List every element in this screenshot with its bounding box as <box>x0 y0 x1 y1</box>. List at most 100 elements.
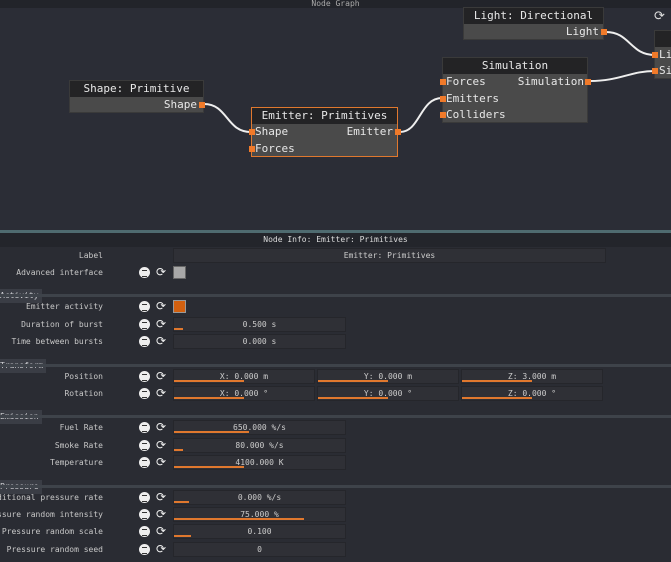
refresh-icon[interactable]: ⟳ <box>654 9 665 24</box>
node-title: Shape: Primitive <box>70 81 203 97</box>
port-emitter-out: Emitter <box>346 125 393 138</box>
node-partial[interactable]: Li Si <box>652 30 671 79</box>
rotation-y-field[interactable]: Y: 0.000 ° <box>317 386 459 401</box>
value-fill <box>318 379 388 382</box>
input-pin[interactable] <box>652 68 658 74</box>
node-graph[interactable]: Node Graph Light: Directional Light ⟳ Li… <box>0 0 671 231</box>
field-label: Time between bursts <box>11 337 103 347</box>
menu-icon[interactable] <box>139 422 150 434</box>
node-light-directional[interactable]: Light: Directional Light <box>463 7 607 40</box>
node-shape-primitive[interactable]: Shape: Primitive Shape <box>69 80 205 113</box>
field-value: X: 0.000 ° <box>219 389 269 398</box>
field-value: 0.100 <box>247 527 272 537</box>
position-y-field[interactable]: Y: 0.000 m <box>317 368 459 384</box>
menu-icon[interactable] <box>139 491 150 503</box>
section-activity: Activity <box>0 283 671 304</box>
rotation-z-field[interactable]: Z: 0.000 ° <box>461 386 603 401</box>
reset-icon[interactable]: ⟳ <box>156 316 167 331</box>
value-fill <box>174 431 250 434</box>
menu-icon[interactable] <box>139 509 150 520</box>
input-pin[interactable] <box>440 96 446 102</box>
rotation-x-field[interactable]: X: 0.000 ° <box>173 386 315 401</box>
node-simulation[interactable]: Simulation Forces Emitters Colliders Sim… <box>440 57 591 123</box>
reset-icon[interactable]: ⟳ <box>156 524 167 539</box>
field-value: 75.000 % <box>240 510 279 519</box>
field-label: Additional pressure rate <box>0 492 103 502</box>
port-shape-in: Shape <box>255 125 289 138</box>
menu-icon[interactable] <box>139 318 150 330</box>
menu-icon[interactable] <box>139 336 150 348</box>
reset-icon[interactable]: ⟳ <box>156 507 167 521</box>
menu-icon[interactable] <box>139 267 150 278</box>
value-fill <box>174 448 183 451</box>
reset-icon[interactable]: ⟳ <box>156 437 167 452</box>
field-value: X: 0.000 m <box>219 371 269 381</box>
reset-icon[interactable]: ⟳ <box>156 386 167 400</box>
section-pressure: Pressure <box>0 474 671 494</box>
reset-icon[interactable]: ⟳ <box>156 541 167 556</box>
reset-icon[interactable]: ⟳ <box>156 368 167 383</box>
duration-of-burst-field[interactable]: 0.500 s <box>173 316 346 332</box>
reset-icon[interactable]: ⟳ <box>156 489 167 504</box>
section-transform: Transform <box>0 353 671 373</box>
reset-icon[interactable]: ⟳ <box>156 334 167 349</box>
menu-icon[interactable] <box>139 457 150 469</box>
menu-icon[interactable] <box>139 543 150 555</box>
position-x-field[interactable]: X: 0.000 m <box>173 368 315 384</box>
input-pin[interactable] <box>440 112 446 118</box>
menu-icon[interactable] <box>139 526 150 538</box>
temperature-field[interactable]: 4100.000 K <box>173 455 346 471</box>
time-between-bursts-field[interactable]: 0.000 s <box>173 334 346 350</box>
wire-light-partial <box>605 31 656 56</box>
menu-icon[interactable] <box>139 439 150 451</box>
port-light-out: Light <box>565 25 599 38</box>
emitter-activity-checkbox[interactable] <box>173 300 186 314</box>
output-pin[interactable] <box>395 129 401 135</box>
field-label: Advanced interface <box>16 268 103 277</box>
row-pressure-random-intensity: Pressure random intensity ⟳75.000 % <box>0 506 671 523</box>
field-label: Rotation <box>64 389 103 398</box>
field-label: Duration of burst <box>21 319 103 329</box>
node-emitter-primitives[interactable]: Emitter: Primitives Shape Forces Emitter <box>249 107 401 157</box>
input-pin[interactable] <box>249 146 255 152</box>
value-fill <box>174 397 244 399</box>
wire-emitter-simulation <box>399 97 443 133</box>
additional-pressure-rate-field[interactable]: 0.000 %/s <box>173 489 346 505</box>
reset-icon[interactable]: ⟳ <box>156 420 167 435</box>
pressure-random-scale-field[interactable]: 0.100 <box>173 524 346 540</box>
input-pin[interactable] <box>440 79 446 85</box>
fuel-rate-field[interactable]: 650.000 %/s <box>173 420 346 436</box>
reset-icon[interactable]: ⟳ <box>156 265 167 279</box>
field-label: Emitter activity <box>25 302 103 312</box>
advanced-interface-checkbox[interactable] <box>173 266 186 279</box>
label-row: Label Emitter: Primitives <box>0 247 671 264</box>
pressure-random-intensity-field[interactable]: 75.000 % <box>173 507 346 522</box>
wire-simulation-partial <box>589 70 656 82</box>
menu-icon[interactable] <box>139 370 150 382</box>
row-pressure-random-seed: Pressure random seed ⟳0 <box>0 541 671 558</box>
field-label: Pressure random scale <box>1 527 103 537</box>
reset-icon[interactable]: ⟳ <box>156 455 167 470</box>
input-pin[interactable] <box>652 52 658 58</box>
node-info-title: Node Info: Emitter: Primitives <box>0 233 671 247</box>
field-label: Label <box>78 251 103 260</box>
output-pin[interactable] <box>601 29 607 35</box>
output-pin[interactable] <box>585 79 591 85</box>
smoke-rate-field[interactable]: 80.000 %/s <box>173 437 346 453</box>
row-temperature: Temperature ⟳4100.000 K <box>0 454 671 471</box>
menu-icon[interactable] <box>139 301 150 313</box>
panel-splitter[interactable] <box>0 230 671 233</box>
pressure-random-seed-field[interactable]: 0 <box>173 541 346 557</box>
row-pressure-random-scale: Pressure random scale ⟳ 0.100 <box>0 523 671 540</box>
menu-icon[interactable] <box>139 388 150 399</box>
value-fill <box>174 466 245 469</box>
port-shape-out: Shape <box>163 98 197 111</box>
row-additional-pressure-rate: Additional pressure rate ⟳ 0.000 %/s <box>0 489 671 506</box>
output-pin[interactable] <box>199 102 205 108</box>
reset-icon[interactable]: ⟳ <box>156 299 167 314</box>
position-z-field[interactable]: Z: 3.000 m <box>461 368 603 384</box>
label-input[interactable]: Emitter: Primitives <box>173 248 606 263</box>
input-pin[interactable] <box>249 129 255 135</box>
field-value: 0.500 s <box>242 319 277 329</box>
port-in: Si <box>659 64 671 77</box>
